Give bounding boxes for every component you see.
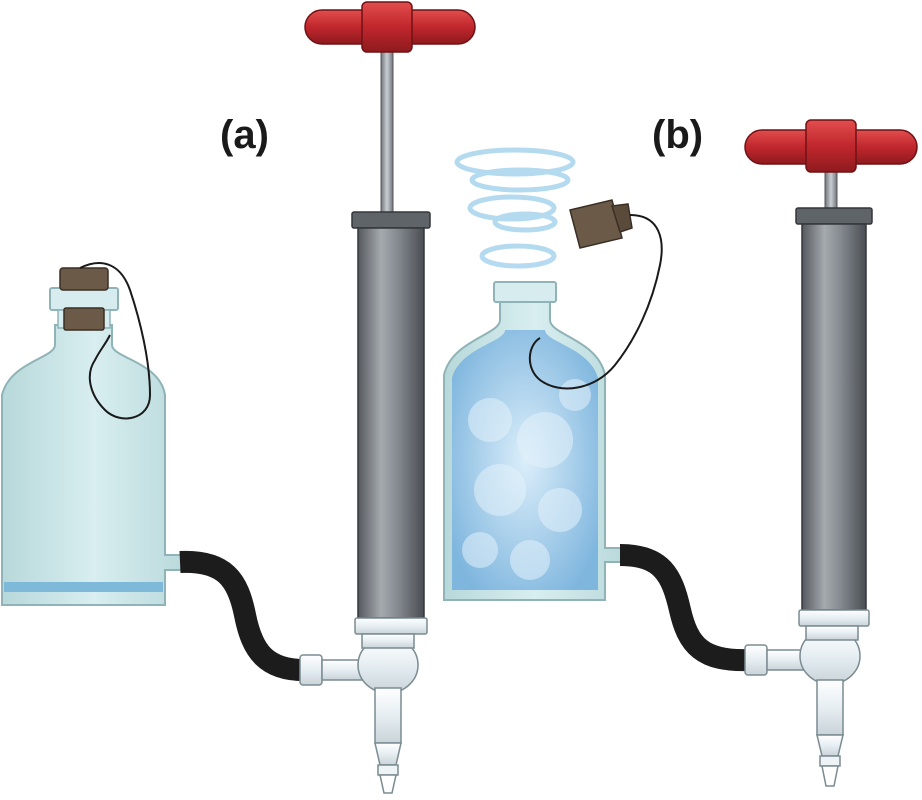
water-layer-a xyxy=(4,582,163,592)
pump-barrel-a xyxy=(357,227,425,619)
apparatus-a xyxy=(1,1,476,794)
rubber-tube-a xyxy=(179,550,311,682)
panel-label-b: (b) xyxy=(652,113,704,157)
stopper-b xyxy=(569,199,633,249)
fitting-a xyxy=(299,636,419,794)
string-a xyxy=(79,262,152,420)
bottle-b xyxy=(443,281,626,601)
rubber-tube-b xyxy=(619,544,751,672)
pump-a xyxy=(304,1,476,649)
vapor-swirls-b xyxy=(454,147,576,269)
stopper-a xyxy=(59,267,109,331)
pump-handle-b xyxy=(744,119,918,173)
fitting-b xyxy=(744,627,861,787)
pump-handle-a xyxy=(304,1,476,53)
pump-rod-a xyxy=(380,49,394,221)
string-b xyxy=(528,214,663,390)
pump-barrel-b xyxy=(801,223,867,611)
bottle-a xyxy=(1,287,186,606)
apparatus-b xyxy=(443,119,918,787)
pump-b xyxy=(744,119,918,641)
panel-label-a: (a) xyxy=(220,113,269,157)
